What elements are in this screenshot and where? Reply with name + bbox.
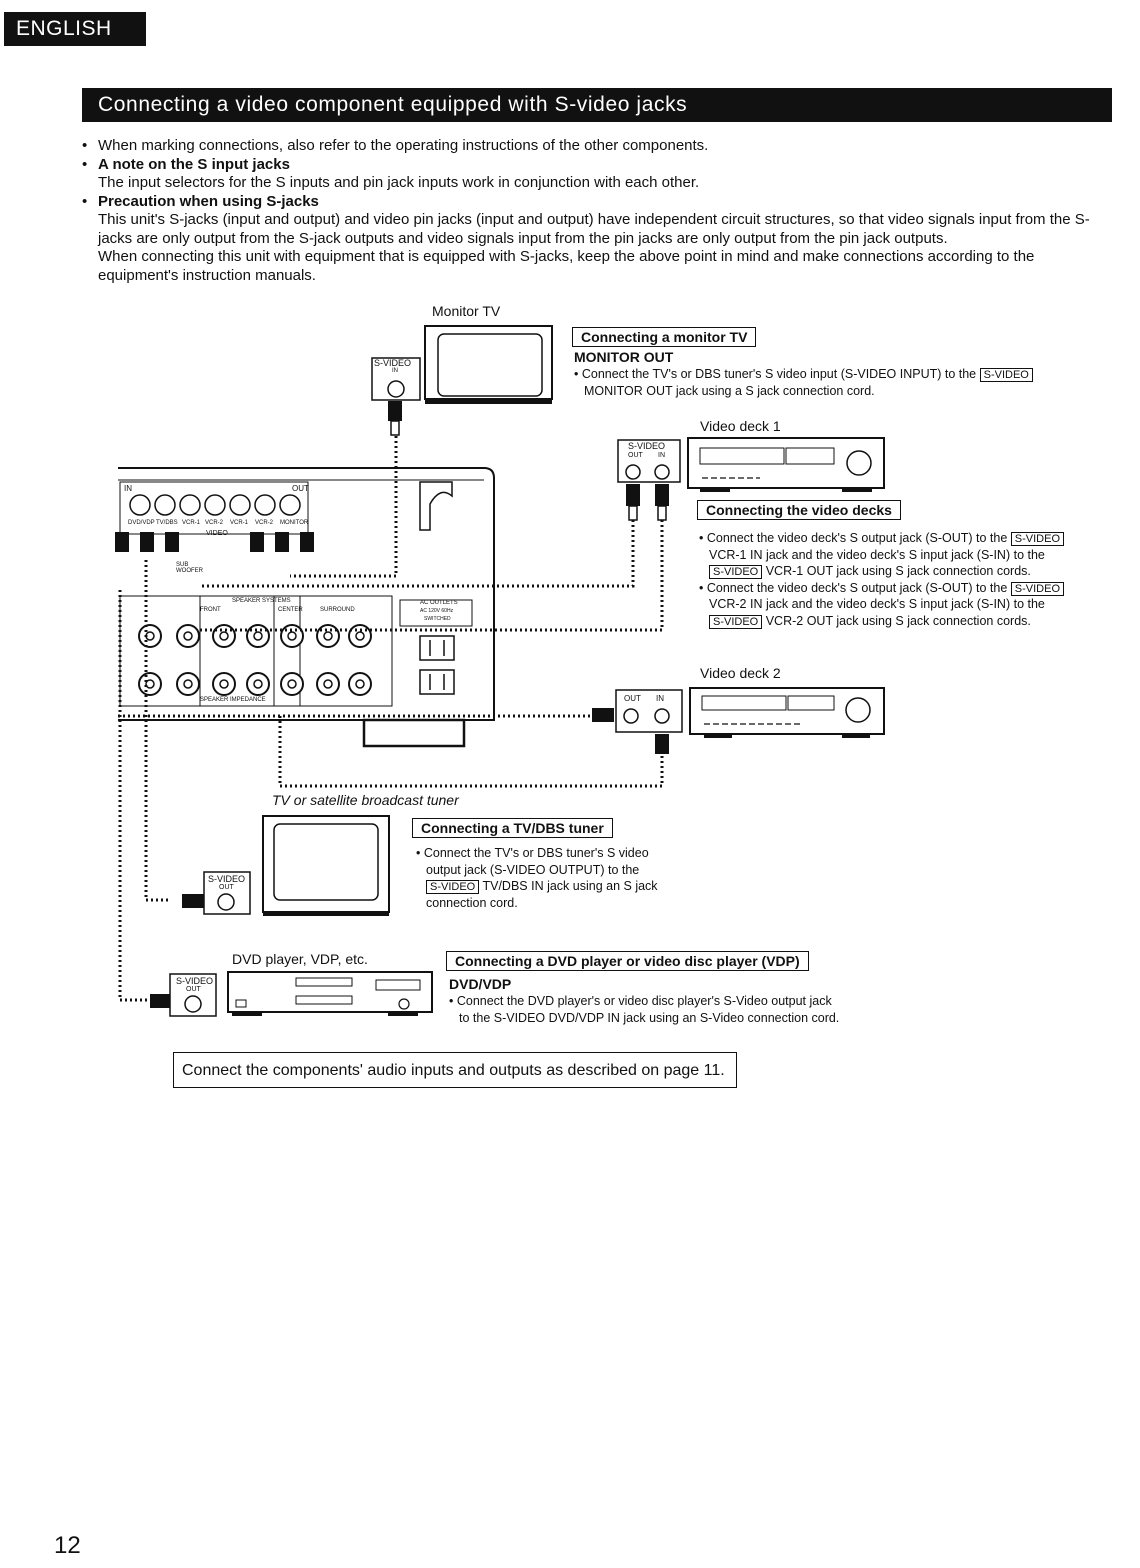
dvd-jack-tag: S-VIDEO [176,976,214,986]
bullet1-text: When marking connections, also refer to … [98,137,709,154]
tuner-label: TV or satellite broadcast tuner [272,792,459,808]
jack-label-monitor: MONITOR [280,520,309,526]
bullet-connections-note: •When marking connections, also refer to… [82,137,709,154]
front-label: FRONT [200,607,221,613]
monitor-text: • Connect the TV's or DBS tuner's S vide… [574,366,1110,399]
surround-label: SURROUND [320,607,355,613]
connection-cords [118,436,664,1002]
tuner-illustration [182,815,390,916]
monitor-box-title: Connecting a monitor TV [572,327,757,347]
tuner-text-c: TV/DBS IN jack using an S jack [482,879,658,893]
section-title: Connecting a video component equipped wi… [82,88,1112,122]
audio-connection-note: Connect the components' audio inputs and… [173,1052,737,1088]
jack-label-vcr2-in: VCR-2 [205,520,224,526]
ac-spec-label: AC 120V 60Hz [420,608,454,614]
video-deck-1-illustration [617,437,885,521]
ac-outlets-label: AC OUTLETS [420,600,458,606]
bullet3-text2: When connecting this unit with equipment… [98,248,1035,284]
dvd-box-title: Connecting a DVD player or video disc pl… [446,951,809,971]
video-deck-2-illustration [592,687,885,754]
bullet3-heading: Precaution when using S-jacks [98,192,319,210]
decks-b1-a: • Connect the video deck's S output jack… [699,531,1008,545]
center-label: CENTER [278,607,303,613]
deck1-out-label: OUT [628,452,643,459]
tuner-text-d: connection cord. [426,895,518,910]
intro-text: •When marking connections, also refer to… [82,137,1112,285]
monitor-jack-sub: IN [392,368,398,374]
decks-b1-c: VCR-1 OUT jack using S jack connection c… [765,564,1031,578]
receiver-rear-panel [115,467,495,748]
receiver-in-label: IN [124,484,132,493]
bullet-precaution: •Precaution when using S-jacks [82,192,319,210]
decks-text: • Connect the video deck's S output jack… [699,530,1109,629]
tuner-box-title: Connecting a TV/DBS tuner [412,818,613,838]
jack-label-vcr2-out: VCR-2 [255,520,274,526]
receiver-video-label: VIDEO [206,530,228,537]
decks-tag-4: S-VIDEO [709,614,763,629]
jack-label-dvd: DVD/VDP [128,520,155,526]
dvd-player-label: DVD player, VDP, etc. [232,951,368,967]
decks-b2-b: VCR-2 IN jack and the video deck's S inp… [709,597,1045,611]
decks-box-title: Connecting the video decks [697,500,901,520]
jack-label-vcr1-out: VCR-1 [230,520,249,526]
dvd-text-a: • Connect the DVD player's or video disc… [449,994,832,1008]
decks-tag-1: S-VIDEO [1010,532,1065,546]
video-deck-2-label: Video deck 2 [700,665,781,681]
tuner-text: • Connect the TV's or DBS tuner's S vide… [416,845,682,911]
monitor-tv-illustration [371,325,553,436]
dvd-text-b: to the S-VIDEO DVD/VDP IN jack using an … [459,1010,840,1025]
decks-tag-3: S-VIDEO [1010,581,1065,596]
tuner-text-b: output jack (S-VIDEO OUTPUT) to the [426,862,640,877]
speaker-impedance-label: SPEAKER IMPEDANCE [200,697,266,703]
monitor-text-a: • Connect the TV's or DBS tuner's S vide… [574,367,977,381]
speaker-systems-label: SPEAKER SYSTEMS [232,598,291,604]
bullet2-text: The input selectors for the S inputs and… [98,174,700,191]
dvd-jack-sub: OUT [186,986,201,993]
tuner-text-a: • Connect the TV's or DBS tuner's S vide… [416,846,649,860]
monitor-heading: MONITOR OUT [574,349,674,365]
bullet-s-input-note: •A note on the S input jacks [82,155,290,173]
tuner-tag: S-VIDEO [426,880,480,894]
receiver-out-label: OUT [292,484,309,493]
decks-b2-c: VCR-2 OUT jack using S jack connection c… [765,613,1031,628]
deck2-out-label: OUT [624,694,641,703]
decks-b2-a: • Connect the video deck's S output jack… [699,580,1008,595]
deck1-in-label: IN [658,452,665,459]
bullet2-heading: A note on the S input jacks [98,155,290,173]
tuner-jack-sub: OUT [219,884,234,891]
subwoofer-label: SUB WOOFER [176,562,203,574]
dvd-heading: DVD/VDP [449,976,512,992]
monitor-text-b: MONITOR OUT jack using a S jack connecti… [584,383,875,398]
switched-label: SWITCHED [424,616,451,622]
deck2-in-label: IN [656,694,664,703]
monitor-jack-tag: S-VIDEO [374,358,412,368]
deck1-jack-tag: S-VIDEO [628,441,666,451]
jack-label-tv: TV/DBS [156,520,178,526]
decks-tag-2: S-VIDEO [709,565,763,579]
page-number: 12 [54,1532,81,1559]
tuner-jack-tag: S-VIDEO [208,874,246,884]
monitor-tv-label: Monitor TV [432,303,501,319]
video-deck-1-label: Video deck 1 [700,418,781,434]
dvd-player-illustration [150,971,433,1017]
language-tab: ENGLISH [4,12,146,46]
decks-b1-b: VCR-1 IN jack and the video deck's S inp… [709,547,1045,562]
dvd-text: • Connect the DVD player's or video disc… [449,993,909,1026]
monitor-tag: S-VIDEO [979,368,1033,382]
bullet3-text1: This unit's S-jacks (input and output) a… [98,211,1090,247]
jack-label-vcr1-in: VCR-1 [182,520,201,526]
